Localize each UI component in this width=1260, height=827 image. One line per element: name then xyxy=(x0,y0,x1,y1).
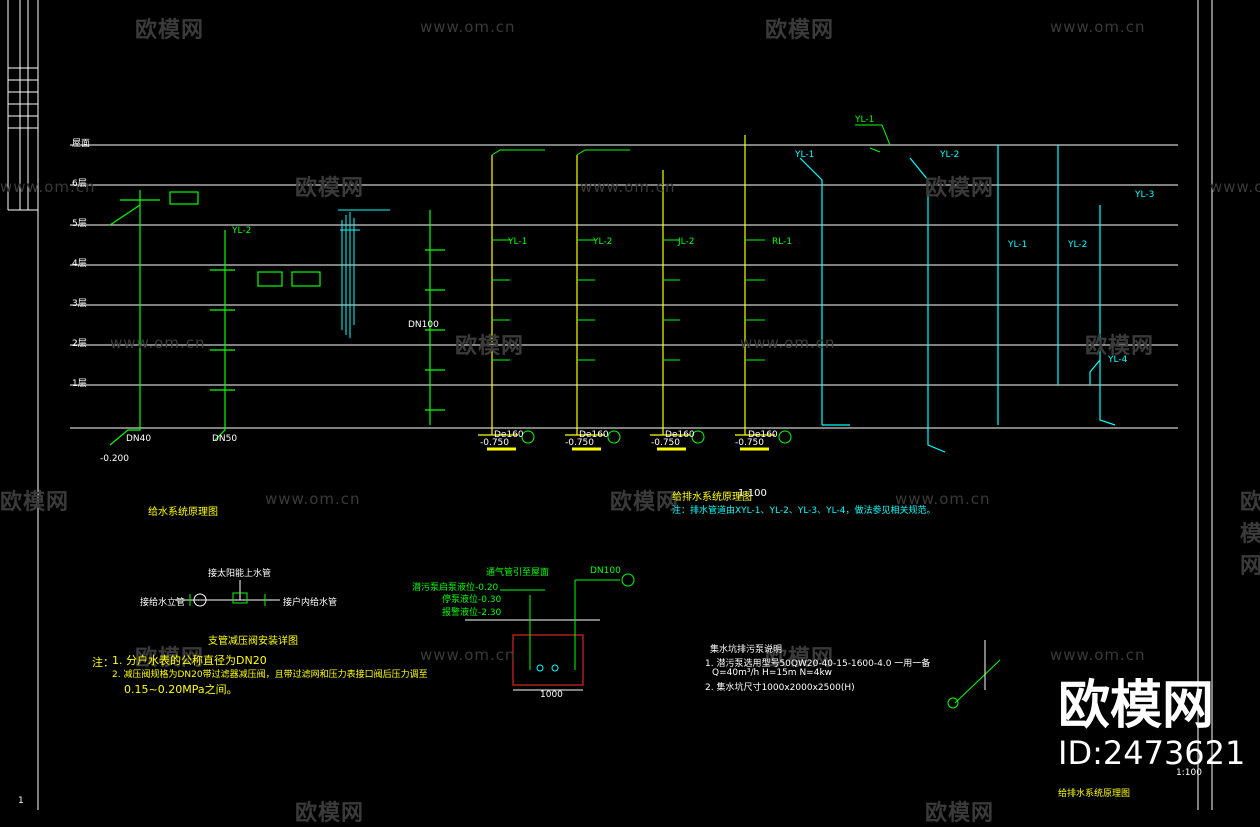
riser-label: RL-1 xyxy=(772,237,793,247)
watermark-url: www.om.cn xyxy=(740,334,836,352)
elevation-label: -0.750 xyxy=(735,438,765,448)
pit-label: 报警液位-2.30 xyxy=(442,608,502,618)
pipe-size-label: De160 xyxy=(665,430,695,440)
pipe-size-label: De160 xyxy=(748,430,778,440)
drawing-frame xyxy=(7,0,1213,810)
pipe-tags xyxy=(855,124,891,153)
floor-label: 2层 xyxy=(72,339,87,349)
watermark-url: www.om.cn xyxy=(420,646,516,664)
riser-label: JL-2 xyxy=(678,237,695,247)
watermark-url: www.om.cn xyxy=(1050,646,1146,664)
riser-label: YL-2 xyxy=(232,226,252,236)
watermark-url: www.om.cn xyxy=(1050,18,1146,36)
watermark-url: www.om.cn xyxy=(580,178,676,196)
riser-label: YL-1 xyxy=(1008,240,1028,250)
watermark-brand: 欧模网 xyxy=(925,801,995,826)
floor-label: 1层 xyxy=(72,379,87,389)
vent-detail xyxy=(947,640,1001,709)
diagram-title-left: 给水系统原理图 xyxy=(148,507,218,518)
bottom-right-scale: 1:100 xyxy=(1176,768,1202,778)
watermark-url: www.om.cn xyxy=(895,490,991,508)
notes-line-1: 1. 分户水表的公称直径为DN20 xyxy=(112,654,267,667)
floor-label: 3层 xyxy=(72,299,87,309)
watermark-brand: 欧模网 xyxy=(295,801,365,826)
pit-label: 潜污泵启泵液位-0.20 xyxy=(412,583,499,593)
watermark-brand: 欧模网 xyxy=(135,18,205,43)
floor-label: 屋面 xyxy=(72,139,91,149)
pit-label: DN100 xyxy=(590,566,621,576)
elevation-label: -0.200 xyxy=(100,454,130,464)
watermark-url: www.om.cn xyxy=(420,18,516,36)
watermark-brand: 欧模网 xyxy=(295,176,365,201)
pipe-size-label: DN50 xyxy=(212,434,238,444)
riser-label: YL-2 xyxy=(940,150,960,160)
watermark-brand: 欧模网 xyxy=(765,646,835,671)
notes-line-3: 0.15~0.20MPa之间。 xyxy=(124,683,238,696)
valve-label-right: 接户内给水管 xyxy=(283,598,338,608)
pit-label: 通气管引至屋面 xyxy=(486,568,550,578)
watermark-brand: 欧模网 xyxy=(610,490,680,515)
riser-label: YL-2 xyxy=(593,237,613,247)
valve-label-top: 接太阳能上水管 xyxy=(208,569,272,579)
pit-label: 停泵液位-0.30 xyxy=(442,595,502,605)
drain-branches xyxy=(491,149,792,444)
watermark-url: www.om.cn xyxy=(0,178,96,196)
valve-label-left: 接给水立管 xyxy=(140,598,186,608)
pump-note-heading: 集水坑排污泵说明 xyxy=(710,645,783,655)
pit-label: 1000 xyxy=(540,690,563,700)
brand-watermark: 欧模网 xyxy=(1058,676,1215,736)
pump-note-line-1: 1. 潜污泵选用型号50QW20-40-15-1600-4.0 一用一备 xyxy=(705,659,931,669)
riser-label: YL-2 xyxy=(1068,240,1088,250)
cad-drawing xyxy=(7,0,1213,810)
diagram-title-right: 给排水系统原理图 xyxy=(672,492,752,503)
pipe-size-label: DN100 xyxy=(408,320,439,330)
pump-note-line-3: 2. 集水坑尺寸1000x2000x2500(H) xyxy=(705,683,855,693)
floor-label: 5层 xyxy=(72,219,87,229)
watermark-url: www.om.cn xyxy=(265,490,361,508)
watermark-brand: 欧模网 xyxy=(455,334,525,359)
rain-risers xyxy=(799,145,1116,453)
watermark-brand: 欧模网 xyxy=(0,490,70,515)
pipe-size-label: De160 xyxy=(494,430,524,440)
riser-label: YL-3 xyxy=(1135,190,1155,200)
watermark-brand: 欧模网 xyxy=(1240,490,1260,579)
watermark-brand: 欧模网 xyxy=(1085,334,1155,359)
pipe-size-label: De160 xyxy=(579,430,609,440)
brand-id: ID:2473621 xyxy=(1058,734,1246,772)
floor-label: 4层 xyxy=(72,259,87,269)
elevation-label: -0.750 xyxy=(565,438,595,448)
drainage-risers xyxy=(478,135,775,436)
watermark-url: www.om.cn xyxy=(1210,178,1260,196)
watermark-url: www.om.cn xyxy=(110,334,206,352)
bottom-right-title: 给排水系统原理图 xyxy=(1058,789,1131,799)
floor-lines xyxy=(70,144,1178,429)
pipe-size-label: DN40 xyxy=(126,434,152,444)
watermark-brand: 欧模网 xyxy=(925,176,995,201)
valve-detail xyxy=(175,580,280,607)
diagram-scale-right: 1:100 xyxy=(738,488,767,499)
watermark-brand: 欧模网 xyxy=(135,646,205,671)
notes-heading: 注： xyxy=(92,656,114,669)
sump-pit xyxy=(465,573,635,691)
diagram-note-right: 注：排水管道由XYL-1、YL-2、YL-3、YL-4，做法参见相关规范。 xyxy=(672,506,936,516)
elevation-label: -0.750 xyxy=(651,438,681,448)
watermark-brand: 欧模网 xyxy=(765,18,835,43)
valve-detail-title: 支管减压阀安装详图 xyxy=(208,636,298,647)
riser-bundle xyxy=(338,209,390,338)
water-supply-risers xyxy=(109,190,445,446)
elevation-label: -0.750 xyxy=(480,438,510,448)
riser-label: YL-4 xyxy=(1108,355,1128,365)
riser-label: YL-1 xyxy=(795,150,815,160)
sheet-number: 1 xyxy=(18,796,24,806)
riser-label: YL-1 xyxy=(508,237,528,247)
floor-label: 6层 xyxy=(72,179,87,189)
notes-line-2: 2. 减压阀规格为DN20带过滤器减压阀，且带过滤网和压力表接口阀后压力调至 xyxy=(112,670,428,680)
pump-note-line-2: Q=40m³/h H=15m N=4kw xyxy=(712,668,833,678)
riser-label: YL-1 xyxy=(855,115,875,125)
